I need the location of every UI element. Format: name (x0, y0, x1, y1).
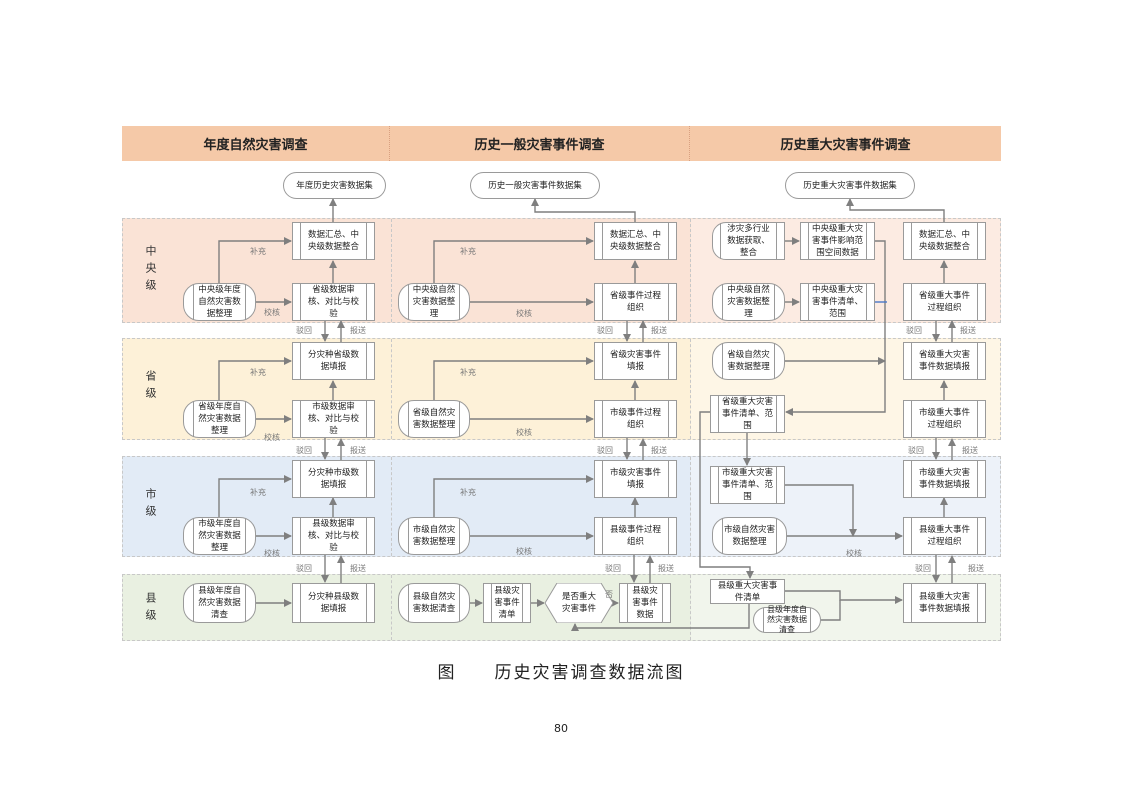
label-submit: 报送 (658, 564, 674, 573)
lane-label-central: 中央级 (144, 245, 157, 296)
c1-province-report: 分灾种省级数据填报 (292, 342, 375, 380)
header-annual-survey: 年度自然灾害调查 (122, 126, 390, 161)
label-reject: 驳回 (597, 446, 613, 455)
label-reject: 驳回 (296, 564, 312, 573)
general-events-dataset-output: 历史一般灾害事件数据集 (470, 172, 600, 199)
label-submit: 报送 (651, 446, 667, 455)
decision-label: 是否重大灾害事件 (561, 592, 596, 614)
c3-city-process: 市级重大事件过程组织 (903, 400, 986, 438)
label-verify: 校核 (264, 549, 280, 558)
label-verify: 校核 (264, 433, 280, 442)
label-reject: 驳回 (915, 564, 931, 573)
c3-county-process: 县级重大事件过程组织 (903, 517, 986, 555)
label-verify: 校核 (516, 547, 532, 556)
c3-central-data-store: 中央级自然灾害数据整理 (712, 283, 785, 321)
c3-county-event-list: 县级重大灾害事件清单 (710, 579, 785, 604)
c2-city-process: 市级事件过程组织 (594, 400, 677, 438)
label-supplement: 补充 (460, 488, 476, 497)
label-reject: 驳回 (908, 446, 924, 455)
lane-label-county: 县级 (144, 592, 157, 626)
c2-city-report: 市级灾害事件填报 (594, 460, 677, 498)
c2-province-data-store: 省级自然灾害数据整理 (398, 400, 470, 438)
c2-province-process: 省级事件过程组织 (594, 283, 677, 321)
label-submit: 报送 (651, 326, 667, 335)
label-submit: 报送 (350, 564, 366, 573)
c2-city-data-store: 市级自然灾害数据整理 (398, 517, 470, 555)
c3-county-data-store: 县级年度自然灾害数据清查 (753, 605, 821, 634)
label-reject: 驳回 (605, 564, 621, 573)
label-reject: 驳回 (296, 446, 312, 455)
label-supplement: 补充 (250, 488, 266, 497)
c1-city-report: 分灾种市级数据填报 (292, 460, 375, 498)
c1-county-review: 县级数据审核、对比与校验 (292, 517, 375, 555)
label-reject: 驳回 (906, 326, 922, 335)
c3-central-spatial-data: 中央级重大灾害事件影响范围空间数据 (800, 222, 875, 260)
label-submit: 报送 (960, 326, 976, 335)
header-general-events: 历史一般灾害事件调查 (390, 126, 690, 161)
c2-county-event-list: 县级灾害事件清单 (483, 583, 531, 623)
label-submit: 报送 (350, 446, 366, 455)
label-submit: 报送 (350, 326, 366, 335)
c2-county-process: 县级事件过程组织 (594, 517, 677, 555)
c1-central-data-store: 中央级年度自然灾害数据整理 (183, 283, 256, 321)
label-verify: 校核 (516, 428, 532, 437)
c3-city-report: 市级重大灾害事件数据填报 (903, 460, 986, 498)
label-supplement: 补充 (250, 368, 266, 377)
c3-province-data-store: 省级自然灾害数据整理 (712, 342, 785, 380)
label-supplement: 补充 (460, 368, 476, 377)
label-supplement: 补充 (460, 247, 476, 256)
c3-city-event-list: 市级重大灾害事件清单、范围 (710, 466, 785, 504)
c3-central-event-list: 中央级重大灾害事件清单、范围 (800, 283, 875, 321)
label-reject: 驳回 (296, 326, 312, 335)
c3-city-data-store: 市级自然灾害数据整理 (712, 517, 787, 555)
header-major-events: 历史重大灾害事件调查 (690, 126, 1001, 161)
lane-label-city: 市级 (144, 488, 157, 522)
c3-province-process: 省级重大事件过程组织 (903, 283, 986, 321)
c2-province-report: 省级灾害事件填报 (594, 342, 677, 380)
c2-central-data-store: 中央级自然灾害数据整理 (398, 283, 470, 321)
c3-county-report: 县级重大灾害事件数据填报 (903, 583, 986, 623)
major-events-dataset-output: 历史重大灾害事件数据集 (785, 172, 915, 199)
label-verify: 校核 (516, 309, 532, 318)
c3-central-aggregate: 数据汇总、中央级数据整合 (903, 222, 986, 260)
label-verify: 校核 (264, 308, 280, 317)
c1-central-aggregate: 数据汇总、中央级数据整合 (292, 222, 375, 260)
annual-dataset-output: 年度历史灾害数据集 (283, 172, 386, 199)
c3-province-report: 省级重大灾害事件数据填报 (903, 342, 986, 380)
label-submit: 报送 (962, 446, 978, 455)
c1-province-review: 省级数据审核、对比与校验 (292, 283, 375, 321)
c2-county-data-store: 县级自然灾害数据清查 (398, 583, 470, 623)
label-supplement: 补充 (250, 247, 266, 256)
page-number: 80 (554, 722, 568, 735)
c1-province-data-store: 省级年度自然灾害数据整理 (183, 400, 256, 438)
label-verify: 校核 (846, 549, 862, 558)
lane-label-province: 省级 (144, 370, 157, 404)
c2-major-event-decision: 是否重大灾害事件 (545, 583, 613, 623)
c1-city-data-store: 市级年度自然灾害数据整理 (183, 517, 256, 555)
c1-county-report: 分灾种县级数据填报 (292, 583, 375, 623)
c2-central-aggregate: 数据汇总、中央级数据整合 (594, 222, 677, 260)
label-submit: 报送 (968, 564, 984, 573)
label-no: 否 (605, 590, 613, 599)
c1-county-data-store: 县级年度自然灾害数据清查 (183, 583, 256, 623)
c3-province-event-list: 省级重大灾害事件清单、范围 (710, 395, 785, 433)
c1-city-review: 市级数据审核、对比与校验 (292, 400, 375, 438)
label-reject: 驳回 (597, 326, 613, 335)
figure-caption: 图 历史灾害调查数据流图 (437, 663, 685, 683)
c2-county-event-data: 县级灾害事件数据 (619, 583, 671, 623)
c3-multi-sector-data: 涉灾多行业数据获取、整合 (712, 222, 785, 260)
